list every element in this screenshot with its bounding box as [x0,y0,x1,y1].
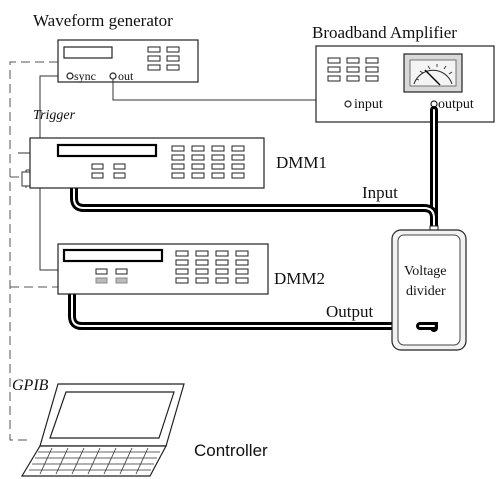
broadband-amplifier-label: Broadband Amplifier [312,23,457,42]
input-cable-label: Input [362,183,398,202]
output-cable-label: Output [326,302,374,321]
dmm1 [29,137,265,189]
trigger-label: Trigger [33,108,76,123]
broadband-amplifier [315,45,495,123]
signal-wire [112,79,348,101]
dmm1-keypad [171,145,245,179]
amplifier-keypad [327,57,379,82]
dmm1-label: DMM1 [276,153,327,172]
waveform-generator-label: Waveform generator [33,11,173,30]
waveform-generator [57,39,199,83]
voltage-divider [391,229,467,351]
sync-label: sync [74,69,96,83]
amplifier-input-connector [344,100,352,108]
controller-label: Controller [194,441,268,460]
out-label: out [118,69,134,83]
waveform-generator-display [63,46,113,59]
voltage-divider-label-2: divider [406,284,446,299]
sync-connector [66,72,74,80]
dmm2-display [62,248,164,263]
waveform-generator-keypad [147,46,180,71]
input-cable [70,106,438,232]
meter-needle [424,69,441,86]
dmm2-keypad [175,250,249,284]
amplifier-input-label: input [354,97,383,112]
amplifier-output-label: output [438,97,474,112]
laptop-icon [20,383,185,477]
dmm2 [57,243,269,295]
voltage-divider-label-1: Voltage [404,264,447,279]
amplifier-meter [403,53,463,93]
dmm2-label: DMM2 [274,269,325,288]
gpib-label: GPIB [12,377,49,394]
out-connector [109,72,117,80]
dmm1-display [56,143,158,158]
